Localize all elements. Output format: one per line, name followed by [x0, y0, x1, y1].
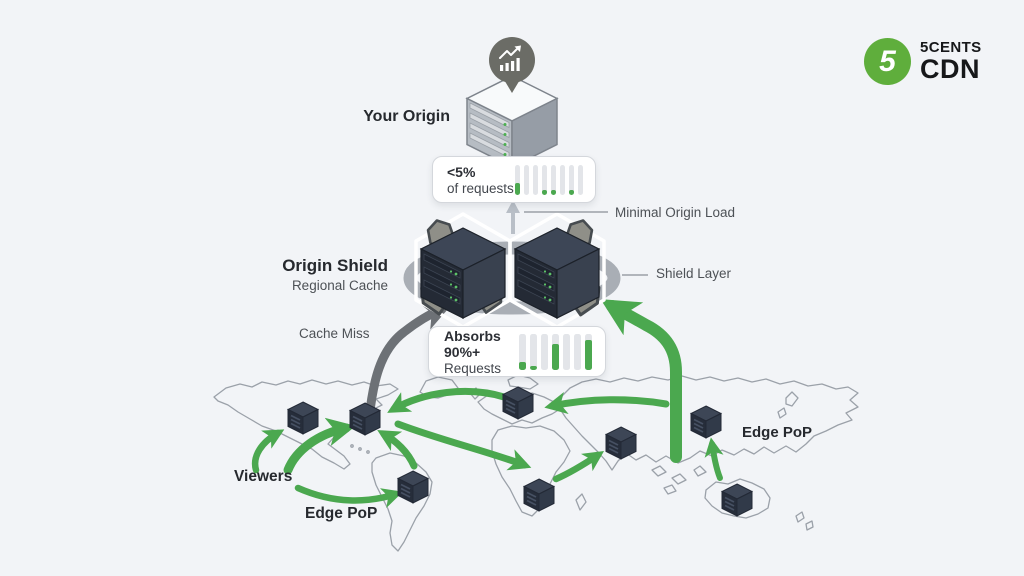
gauge-bar — [515, 164, 520, 195]
edge-pop-cube-icon — [287, 401, 319, 435]
edge-pop-cube-icon — [502, 386, 534, 420]
origin-server-icon — [465, 37, 559, 176]
gauge-bar — [552, 333, 559, 370]
arrow-viewers-to-edge-sa — [294, 484, 403, 509]
edge-pop-label-left: Edge PoP — [305, 505, 378, 522]
edge-pop-cube-icon — [397, 470, 429, 504]
shield-absorb-card: Absorbs 90%+ Requests — [428, 326, 606, 377]
shield-absorb-subtitle: Requests — [444, 360, 502, 376]
gauge-bar — [585, 333, 592, 370]
edge-pop-cube-icon — [721, 483, 753, 517]
traffic-arrows — [251, 299, 724, 509]
gauge-bar — [541, 333, 548, 370]
gauge-bar — [578, 164, 583, 195]
edge-pop-cube-icon — [523, 478, 555, 512]
analytics-chart-icon — [489, 37, 535, 93]
gauge-bar — [530, 333, 537, 370]
shield-absorb-card-text: Absorbs 90%+ Requests — [444, 328, 519, 376]
minimal-load-arrow — [506, 200, 520, 234]
shield-cube-icon — [414, 212, 512, 329]
origin-shield-label: Origin Shield — [282, 256, 388, 275]
label-connectors — [524, 211, 648, 276]
arrow-viewers-to-edge-west — [251, 429, 285, 474]
gauge-bar — [560, 164, 565, 195]
edge-pop-label-right: Edge PoP — [742, 424, 813, 441]
your-origin-label: Your Origin — [363, 108, 450, 125]
gauge-bar — [542, 164, 547, 195]
gauge-bar — [519, 333, 526, 370]
world-map — [213, 374, 859, 552]
shield-layer-label: Shield Layer — [656, 266, 732, 281]
gauge-bar — [563, 333, 570, 370]
arrow-europe-to-edge-central — [387, 387, 508, 413]
regional-cache-label: Regional Cache — [291, 278, 388, 293]
edge-pop-nodes — [287, 386, 753, 517]
arrow-edge-to-shield — [600, 299, 682, 463]
arrow-central-to-edge-africa — [394, 420, 532, 471]
arrow-africa-to-edge-india — [552, 450, 605, 483]
minimal-origin-load-label: Minimal Origin Load — [615, 205, 736, 220]
shield-cube-icon — [508, 212, 606, 329]
arrow-australia-to-edge-asia — [704, 437, 724, 481]
edge-pop-cube-icon — [690, 405, 722, 439]
logo-wordmark: 5CENTS CDN — [920, 40, 982, 83]
gauge-bar — [533, 164, 538, 195]
shield-absorb-bar-gauge — [519, 333, 592, 370]
origin-load-card-text: <5% of requests — [447, 164, 514, 196]
arrow-sa-to-edge-central — [377, 430, 418, 470]
origin-load-title: <5% — [447, 163, 476, 180]
arrow-viewers-to-edge-central — [283, 417, 356, 475]
gauge-bar — [551, 164, 556, 195]
origin-shield-label-block: Origin Shield Regional Cache — [258, 256, 388, 293]
cache-miss-label: Cache Miss — [299, 326, 370, 341]
origin-load-card: <5% of requests — [432, 156, 596, 203]
logo-line1: 5CENTS — [920, 39, 982, 56]
gauge-bar — [524, 164, 529, 195]
gauge-bar — [569, 164, 574, 195]
brand-logo: 5 5CENTS CDN — [864, 38, 982, 85]
gauge-bar — [574, 333, 581, 370]
logo-5-icon: 5 — [864, 38, 911, 85]
origin-load-subtitle: of requests — [447, 180, 514, 196]
shield-absorb-title: Absorbs 90%+ — [444, 327, 501, 360]
arrow-asia-to-edge-europe — [544, 392, 670, 414]
cache-miss-arrow — [364, 302, 452, 424]
origin-load-bar-gauge — [515, 164, 583, 195]
edge-pop-cube-icon — [349, 402, 381, 436]
edge-pop-cube-icon — [605, 426, 637, 460]
logo-line2: CDN — [920, 54, 980, 84]
viewers-label: Viewers — [234, 468, 293, 485]
